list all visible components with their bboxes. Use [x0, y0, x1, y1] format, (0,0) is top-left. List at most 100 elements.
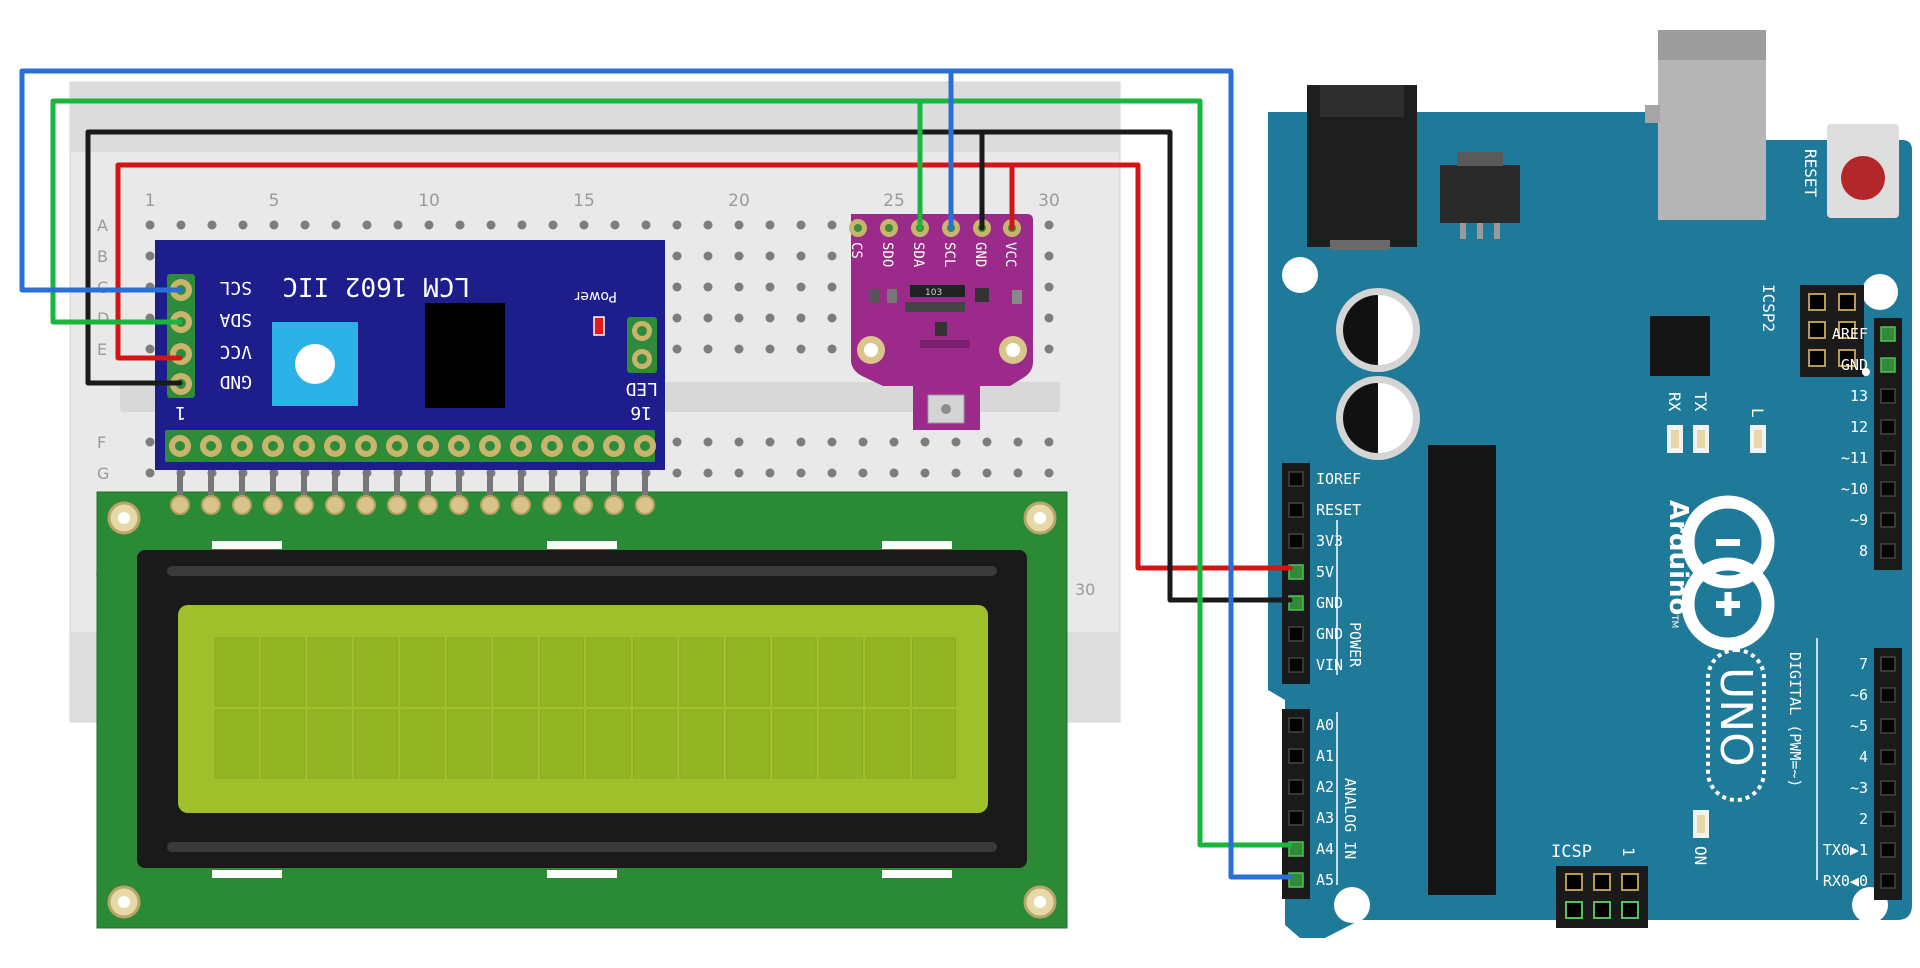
header-pin [1288, 533, 1304, 549]
sensor-element [927, 394, 965, 424]
header-pin [1880, 512, 1896, 528]
i2c-title: LCM 1602 IIC [282, 271, 470, 301]
header-pin-label: ~5 [1850, 717, 1868, 735]
breadboard-hole [1044, 468, 1054, 478]
breadboard-row-letter: F [97, 433, 106, 452]
sensor-pin-label: SDA [910, 242, 926, 268]
breadboard-column-number: 5 [269, 191, 280, 211]
breadboard-hole [672, 220, 682, 230]
lcd-char-cell [447, 637, 491, 707]
i2c-pin-end: 16 [630, 402, 652, 423]
lcd-char-cell [819, 637, 863, 707]
lcd-header-pin [418, 495, 438, 515]
header-pin-label: GND [1316, 594, 1343, 612]
wire-gnd-black [85, 129, 1293, 603]
lcd-header-pin [604, 495, 624, 515]
breadboard-hole [889, 437, 899, 447]
icsp2-label: ICSP2 [1759, 284, 1778, 332]
breadboard-hole [827, 344, 837, 354]
lcd-header-pin [201, 495, 221, 515]
header-pin-label: A3 [1316, 809, 1334, 827]
l-label: L [1748, 408, 1767, 418]
breadboard-hole [548, 220, 558, 230]
usb-chip [1650, 316, 1710, 376]
header-pin [1880, 842, 1896, 858]
breadboard-hole [424, 220, 434, 230]
breadboard-hole [362, 220, 372, 230]
breadboard-column-number: 1 [145, 191, 156, 211]
usb-connector [1658, 30, 1766, 220]
header-pin [1880, 749, 1896, 765]
arduino-mount-hole-3 [1334, 887, 1370, 923]
breadboard-hole [1044, 344, 1054, 354]
breadboard-row-letter: E [97, 340, 107, 359]
arduino-logo-icon [1681, 495, 1775, 651]
breadboard-hole [703, 344, 713, 354]
lcd-char-cell [400, 709, 445, 779]
breadboard-hole [765, 220, 775, 230]
lcd-header-pin [356, 495, 376, 515]
icsp2-pin [1808, 321, 1826, 339]
lcd-char-cell [586, 709, 631, 779]
breadboard-column-number: 20 [728, 191, 750, 211]
rx-label: RX [1665, 392, 1684, 412]
header-pin [1288, 748, 1304, 764]
header-pin [1880, 718, 1896, 734]
breadboard-hole [703, 251, 713, 261]
breadboard-row-letter: A [97, 216, 108, 235]
breadboard-hole [1044, 220, 1054, 230]
breadboard-hole [703, 468, 713, 478]
header-pin-label: GND [1316, 625, 1343, 643]
breadboard-hole [610, 220, 620, 230]
lcd-char-cell [540, 637, 584, 707]
lcd-char-cell [726, 637, 770, 707]
breadboard-hole [579, 220, 589, 230]
lcd-char-cell [679, 709, 724, 779]
lcd-char-cell [261, 637, 305, 707]
header-pin-label: AREF [1832, 325, 1868, 343]
breadboard-hole [796, 468, 806, 478]
header-pin-label: ~6 [1850, 686, 1868, 704]
lcd-header-pin [325, 495, 345, 515]
breadboard-hole [207, 220, 217, 230]
lcd-char-cell [633, 637, 677, 707]
arduino-mount-hole-1 [1282, 257, 1318, 293]
header-pin-label: ~9 [1850, 511, 1868, 529]
sensor-pin-label: GND [972, 242, 988, 267]
uno-model: UNO [1710, 667, 1761, 767]
capacitor-top [1336, 288, 1420, 372]
lcd-display [96, 462, 1068, 929]
header-pin [1880, 357, 1896, 373]
breadboard-hole [1044, 313, 1054, 323]
icsp2-pin [1808, 349, 1826, 367]
header-pin-label: A1 [1316, 747, 1334, 765]
lcd-header-pin [511, 495, 531, 515]
header-pin [1288, 872, 1304, 888]
lcd-header-pin [573, 495, 593, 515]
lcd-header-pin [480, 495, 500, 515]
breadboard-hole [145, 251, 155, 261]
lcd-char-cell [447, 709, 491, 779]
header-pin-label: 7 [1859, 655, 1868, 673]
lcd-char-cell [307, 637, 352, 707]
header-pin [1288, 471, 1304, 487]
breadboard-hole [796, 344, 806, 354]
breadboard-hole [796, 220, 806, 230]
breadboard-hole [765, 437, 775, 447]
breadboard-hole [920, 468, 930, 478]
icsp2-pin [1838, 349, 1856, 367]
icsp-pin [1565, 873, 1583, 891]
reset-label: RESET [1801, 149, 1820, 198]
sensor-header [849, 219, 1021, 237]
breadboard-row-letter: B [97, 247, 108, 266]
lcd-char-cell [865, 709, 910, 779]
on-label: ON [1691, 846, 1710, 865]
lcd-screen [178, 605, 988, 813]
lcd-header-pin [170, 495, 190, 515]
breadboard-hole [703, 282, 713, 292]
lcd-char-cell [772, 709, 817, 779]
